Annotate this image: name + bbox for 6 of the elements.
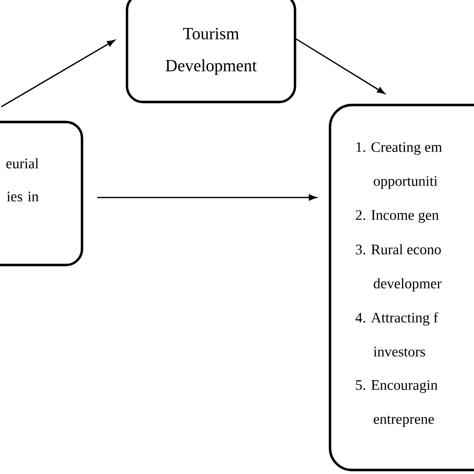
process-box: Tourism Development [126, 0, 296, 104]
process-box: eurial ies in [0, 120, 84, 266]
arrow [0, 40, 115, 108]
list-box: 1. Creating em opportuniti 2. Income gen 3. Rural econo developmer 4. Attracting f investors 5. Encouragin entreprene [328, 104, 474, 472]
arrow [296, 38, 386, 94]
arrow [97, 194, 317, 201]
